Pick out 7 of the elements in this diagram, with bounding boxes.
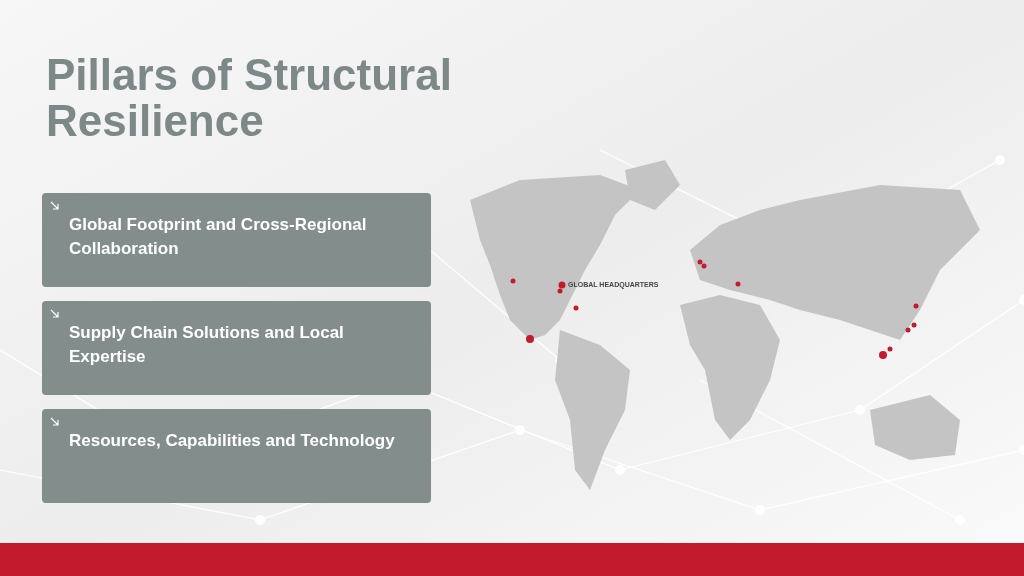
pillar-card [42, 409, 431, 503]
pillar-card [42, 301, 431, 395]
card-text: Resources, Capabilities and Technology [69, 430, 396, 452]
title: Pillars of Structural Resilience [46, 52, 453, 144]
pillar-card [42, 193, 431, 287]
card-text: Global Footprint and Cross-Regional Collaboration [69, 214, 368, 260]
card-text: Supply Chain Solutions and Local Expertise [69, 322, 345, 368]
